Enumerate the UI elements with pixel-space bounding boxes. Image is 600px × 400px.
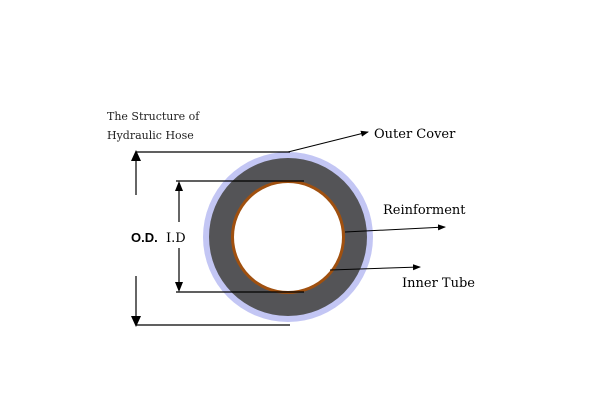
title-line-2: Hydraulic Hose bbox=[107, 129, 194, 142]
od-arrow-up-icon bbox=[131, 150, 141, 161]
id-arrow-up-icon bbox=[175, 181, 183, 191]
reinforcement-leader-arrow bbox=[344, 224, 446, 233]
id-arrow-down-icon bbox=[175, 282, 183, 292]
id-label: I.D bbox=[166, 231, 186, 246]
reinforcement-label: Reinforment bbox=[383, 203, 466, 218]
od-arrow-down-icon bbox=[131, 316, 141, 327]
hose-bore bbox=[234, 183, 342, 291]
outer-cover-leader-arrow bbox=[287, 130, 369, 153]
outer-cover-label: Outer Cover bbox=[374, 127, 456, 142]
title-line-1: The Structure of bbox=[107, 110, 200, 123]
od-label: O.D. bbox=[131, 230, 158, 245]
inner-tube-leader-arrow bbox=[329, 264, 421, 271]
inner-tube-label: Inner Tube bbox=[402, 276, 475, 291]
